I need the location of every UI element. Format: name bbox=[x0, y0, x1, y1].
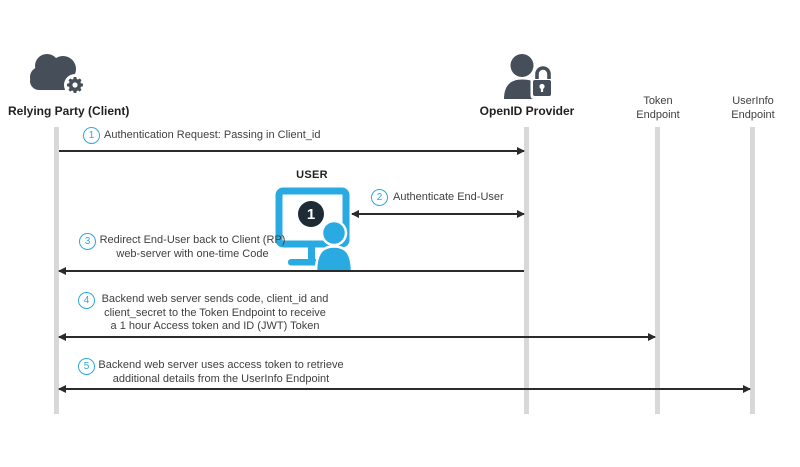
step-4-line-3: a 1 hour Access token and ID (JWT) Token bbox=[110, 320, 320, 332]
step-1-number: 1 bbox=[83, 127, 100, 144]
lock-shackle bbox=[535, 66, 551, 79]
step-4-number: 4 bbox=[78, 292, 95, 309]
lifeline-token-endpoint bbox=[655, 127, 660, 414]
arrowhead-right-icon bbox=[517, 147, 525, 155]
arrowhead-left-icon bbox=[58, 333, 66, 341]
arrow-step-2 bbox=[351, 210, 525, 218]
arrowhead-left-icon bbox=[58, 267, 66, 275]
actor-label-relying-party: Relying Party (Client) bbox=[8, 104, 130, 118]
token-endpoint-line1: Token bbox=[643, 95, 673, 107]
step-3-line-1: Redirect End-User back to Client (RP) bbox=[99, 234, 286, 246]
arrowhead-right-icon bbox=[743, 385, 751, 393]
screen-badge-number: 1 bbox=[307, 206, 315, 223]
user-person-body bbox=[314, 245, 354, 270]
arrow-step-3 bbox=[58, 267, 524, 275]
screen-badge-circle bbox=[298, 201, 324, 227]
token-endpoint-line2: Endpoint bbox=[636, 108, 680, 121]
step-4-line-2: client_secret to the Token Endpoint to r… bbox=[104, 306, 326, 319]
actor-label-token-endpoint: Token Endpoint bbox=[618, 95, 698, 122]
lifeline-openid-provider bbox=[524, 127, 529, 414]
step-5-number: 5 bbox=[78, 358, 95, 375]
step-2-number: 2 bbox=[371, 189, 388, 206]
cloud-gear-icon bbox=[30, 54, 86, 96]
lifeline-userinfo-endpoint bbox=[750, 127, 755, 414]
step-4-line-1: Backend web server sends code, client_id… bbox=[101, 293, 329, 305]
arrowhead-right-icon bbox=[648, 333, 656, 341]
userinfo-endpoint-line1: UserInfo bbox=[732, 95, 774, 107]
monitor-person-icon: 1 bbox=[275, 187, 354, 270]
step-5-text: Backend web server uses access token to … bbox=[90, 359, 352, 386]
userinfo-endpoint-line2: Endpoint bbox=[731, 108, 775, 121]
arrow-step-1 bbox=[59, 147, 525, 155]
step-1-text: Authentication Request: Passing in Clien… bbox=[104, 129, 321, 141]
arrowhead-left-icon bbox=[58, 385, 66, 393]
step-5-line-1: Backend web server uses access token to … bbox=[98, 359, 344, 371]
step-3-line-2: web-server with one-time Code bbox=[116, 247, 269, 260]
step-3-text: Redirect End-User back to Client (RP) we… bbox=[95, 234, 290, 261]
arrowhead-right-icon bbox=[517, 210, 525, 218]
step-5-line-2: additional details from the UserInfo End… bbox=[112, 372, 330, 385]
step-3-number: 3 bbox=[79, 233, 96, 250]
gear-icon bbox=[67, 77, 83, 93]
arrow-step-5 bbox=[58, 385, 751, 393]
step-4-text: Backend web server sends code, client_id… bbox=[90, 293, 340, 334]
actor-label-userinfo-endpoint: UserInfo Endpoint bbox=[713, 95, 793, 122]
arrow-step-4 bbox=[58, 333, 656, 341]
lifeline-relying-party bbox=[54, 127, 59, 414]
user-label: USER bbox=[296, 169, 328, 181]
actor-label-openid-provider: OpenID Provider bbox=[479, 104, 575, 118]
user-person-head bbox=[320, 219, 348, 247]
person-lock-icon bbox=[504, 54, 554, 99]
step-2-text: Authenticate End-User bbox=[393, 191, 504, 203]
monitor-stand bbox=[308, 242, 315, 261]
arrowhead-left-icon bbox=[351, 210, 359, 218]
